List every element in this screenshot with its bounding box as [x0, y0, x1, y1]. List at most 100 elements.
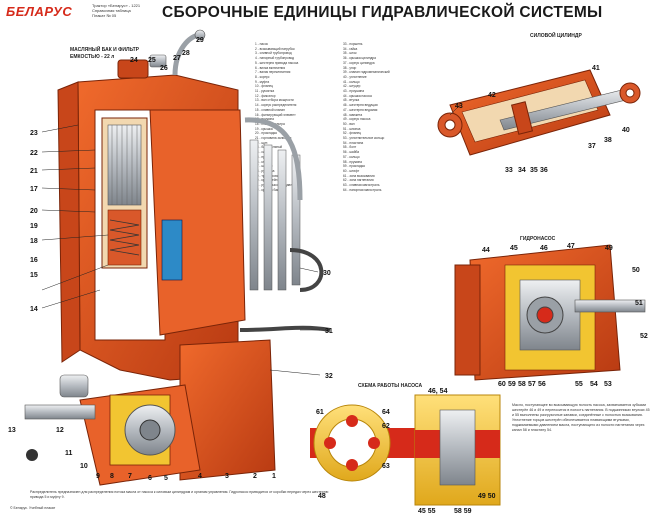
hydraulic-pump	[454, 244, 646, 381]
legend-item: 38 - упор	[343, 65, 357, 70]
distributor-window	[161, 219, 183, 281]
callout: 36	[540, 167, 548, 174]
legend-item: 54 - пластина	[343, 140, 364, 145]
scheme-gear-tooth-3	[324, 437, 336, 449]
callout: 57	[528, 381, 536, 388]
callout: 53	[604, 381, 612, 388]
pump-shaft	[574, 299, 646, 313]
callout: 38	[604, 137, 612, 144]
callout: 18	[30, 238, 38, 245]
legend-item: 50 - вал	[343, 121, 355, 126]
legend-item: 11 - рукоятка	[255, 89, 275, 94]
legend-item: 62 - зона нагнетания	[343, 178, 374, 183]
legend-item: 2 - всасывающий патрубок	[255, 46, 295, 51]
tank-cap	[117, 59, 149, 79]
callout: 30	[323, 270, 331, 277]
pto-flange	[59, 374, 89, 398]
legend-item: 37 - корпус цилиндра	[343, 60, 375, 65]
callout: 45 55	[418, 508, 436, 515]
callout-numbers: 23 22 21 17 20 19 18 16 15 14 24 25 26 2…	[8, 37, 648, 515]
brand-logo: БЕЛАРУС	[6, 4, 72, 19]
callout: 16	[30, 257, 38, 264]
legend-item: 8 - корпус	[255, 74, 270, 79]
cylinder-section-title: СИЛОВОЙ ЦИЛИНДР	[530, 33, 582, 39]
page-title: СБОРОЧНЫЕ ЕДИНИЦЫ ГИДРАВЛИЧЕСКОЙ СИСТЕМЫ	[162, 4, 603, 21]
callout: 58 59	[454, 508, 472, 515]
filter-element	[107, 124, 142, 206]
cylinder-eye-left-hole	[444, 119, 456, 131]
pump-gear-hub	[139, 419, 161, 441]
footer-note: Распределитель предназначен для распреде…	[30, 490, 329, 499]
filter-spring	[109, 219, 140, 256]
legend-item: 39 - клапан гидромеханический	[343, 70, 390, 75]
legend-item: 46 - шестерня ведущая	[343, 103, 378, 108]
legend-item: 3 - сливной трубопровод	[255, 51, 292, 56]
callout: 22	[30, 150, 38, 157]
legend-item: 52 - фланец	[343, 131, 361, 136]
legend-item: 41 - кольцо	[343, 79, 360, 84]
legend-item: 27 - штуцер	[255, 164, 273, 169]
scheme-gear-tooth-4	[368, 437, 380, 449]
legend-item: 7 - валик переключения	[255, 70, 291, 75]
callout: 19	[30, 223, 38, 230]
scheme-right-gears	[439, 409, 476, 486]
brand-name: БЕЛАРУС	[6, 4, 73, 19]
callout: 7	[128, 473, 132, 480]
legend-item: 14 - корпус распределителя	[255, 103, 297, 108]
legend-item: 13 - вал отбора мощности	[255, 98, 294, 103]
leader-lines	[41, 104, 461, 376]
callout: 27	[173, 55, 181, 62]
supply-pipe	[244, 117, 303, 201]
callout: 24	[130, 57, 138, 64]
legend-item: 48 - манжета	[343, 112, 363, 117]
callout: 55	[575, 381, 583, 388]
legend-item: 43 - проушина	[343, 89, 365, 94]
callout: 47	[567, 243, 575, 250]
cylinder-cutaway	[461, 79, 599, 143]
callout: 62	[382, 423, 390, 430]
callout: 12	[56, 427, 64, 434]
legend-item: 16 - фильтрующий элемент	[255, 112, 296, 117]
callout: 15	[30, 272, 38, 279]
callout: 14	[30, 306, 38, 313]
callout: 3	[225, 473, 229, 480]
callout: 1	[272, 473, 276, 480]
callout: 54	[590, 381, 598, 388]
legend-item: 55 - болт	[343, 145, 357, 150]
piston	[510, 101, 534, 135]
pipe-fitting-top	[194, 29, 206, 41]
legend-item: 34 - гайка	[343, 46, 358, 51]
callout: 13	[8, 427, 16, 434]
legend-item: 10 - фланец	[255, 84, 273, 89]
legend-item: 24 - сапун	[255, 150, 270, 155]
legend-item: 40 - уплотнение	[343, 74, 367, 79]
callout: 43	[455, 103, 463, 110]
legend-item: 5 - шестерня привода насоса	[255, 60, 299, 65]
callout: 51	[635, 300, 643, 307]
legend-item: 59 - прокладка	[343, 164, 365, 169]
pump-description: Масло, поступающее во всасывающую полост…	[512, 403, 650, 432]
legend-item: 19 - крышка	[255, 126, 273, 131]
callout: 29	[196, 37, 204, 44]
legend-item: 58 - пружина	[343, 159, 362, 164]
legend-item: 35 - шток	[343, 51, 357, 56]
legend-item: 45 - втулка	[343, 98, 360, 103]
callout: 40	[622, 127, 630, 134]
legend-item: 6 - вилка включения	[255, 65, 286, 70]
legend-item: 47 - шестерня ведомая	[343, 107, 378, 112]
pto-shaft	[24, 404, 96, 420]
callout: 6	[148, 475, 152, 482]
callout: 63	[382, 463, 390, 470]
callout: 2	[253, 473, 257, 480]
callout: 61	[316, 409, 324, 416]
legend-item: 25 - пробка	[255, 154, 272, 159]
legend-item: 21 - горловина заливная	[255, 136, 292, 141]
brand-subtitle: Трактор «Беларус» - 1221 Справочная табл…	[92, 3, 141, 18]
callout: 20	[30, 208, 38, 215]
control-levers	[249, 139, 301, 291]
callout: 59	[508, 381, 516, 388]
callout: 33	[505, 167, 513, 174]
callout: 44	[482, 247, 490, 254]
hose-loop	[289, 248, 324, 292]
